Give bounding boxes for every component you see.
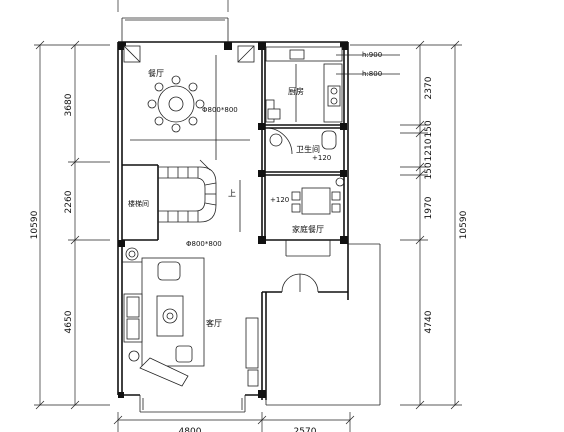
dim-left-mid: 2260 [64,190,74,213]
dim-left-outer: 10590 [30,210,40,239]
stair-label: 楼梯间 [128,199,149,208]
room-restaurant: 餐厅 [148,69,164,78]
room-bathroom: 卫生间 [296,144,320,154]
entry-door [281,273,319,293]
columns [118,42,348,398]
dim-right-top: 2370 [424,76,434,99]
room-kitchen: 厨房 [288,86,304,96]
dim-right-150b: 150 [424,162,434,179]
stairs [158,159,241,232]
room-dining: 家庭餐厅 [292,224,324,234]
bathroom-fixtures [265,127,337,155]
restaurant-decor [123,45,255,160]
living-furniture [122,247,259,387]
round-table [147,75,205,133]
level-bathroom: +120 [312,154,331,162]
stair-up-label: 上 [228,189,236,198]
dim-right-outer: 10590 [459,210,469,239]
walls [117,17,381,413]
dim-right-4740: 4740 [424,310,434,333]
right-dimension-lines [350,40,462,410]
left-dimension-lines [34,40,110,410]
bottom-dimension-lines [113,0,355,432]
dining-table [291,177,345,215]
table-size-bottom: Φ800*800 [186,240,222,248]
dim-left-bottom: 4650 [64,310,74,333]
dim-right-1210: 1210 [424,138,434,161]
dim-bottom-right: 2570 [294,427,317,432]
kitchen-fixtures [265,46,343,123]
dim-left-top: 3680 [64,93,74,116]
dim-right-1970: 1970 [424,196,434,219]
room-living: 客厅 [206,318,222,328]
dim-bottom-left: 4800 [179,427,202,432]
dim-right-150a: 150 [424,120,434,137]
level-dining: +120 [270,196,289,204]
table-size-top: Φ800*800 [202,106,238,114]
